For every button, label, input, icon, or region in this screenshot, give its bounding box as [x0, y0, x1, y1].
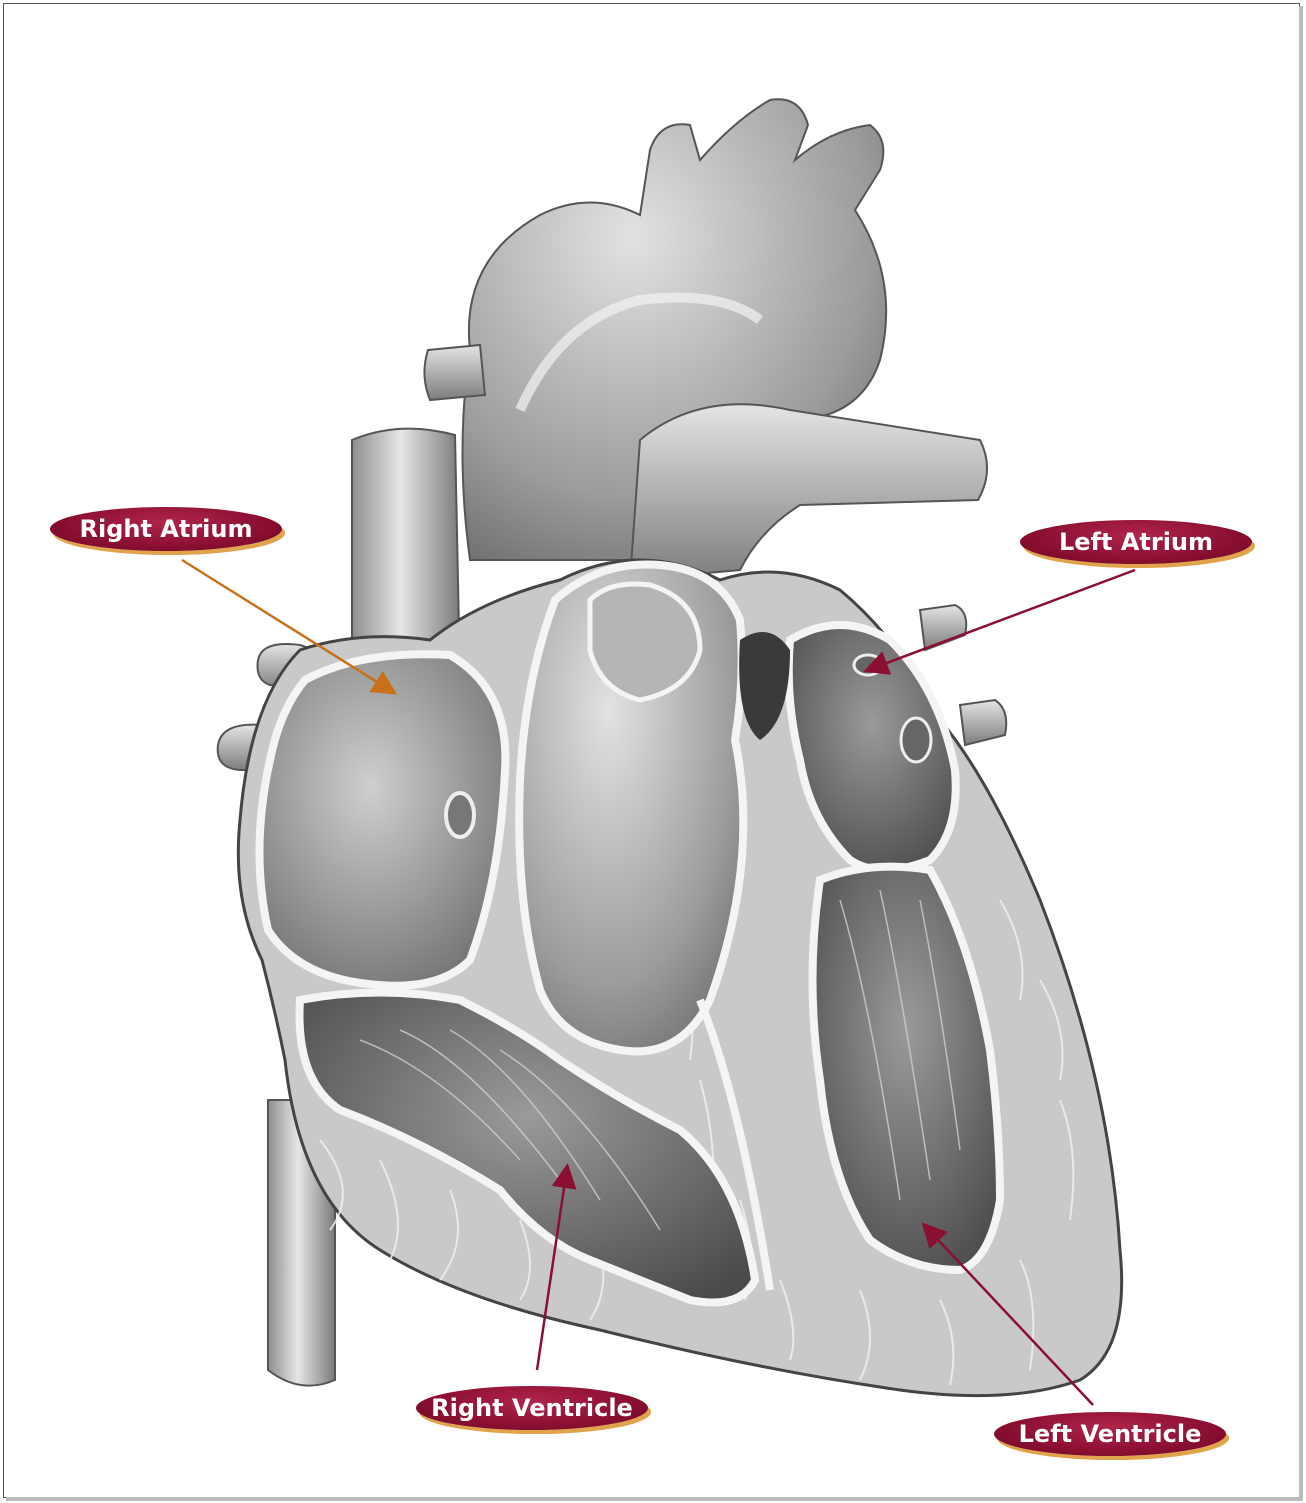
left-atrium-pointer [868, 570, 1135, 670]
coronary-sinus-opening [446, 793, 474, 837]
pulmonary-artery [630, 404, 987, 580]
pulmonary-vein-opening-2 [901, 718, 931, 762]
label-left-atrium: Left Atrium [1020, 520, 1252, 564]
label-left-ventricle: Left Ventricle [994, 1412, 1226, 1456]
label-right-atrium: Right Atrium [50, 507, 282, 551]
pulmonary-vein-stub-left-upper [920, 605, 966, 650]
aorta-left-stub [424, 345, 485, 400]
pulmonary-vein-stub-left-lower [960, 700, 1006, 745]
label-right-ventricle: Right Ventricle [416, 1386, 648, 1430]
